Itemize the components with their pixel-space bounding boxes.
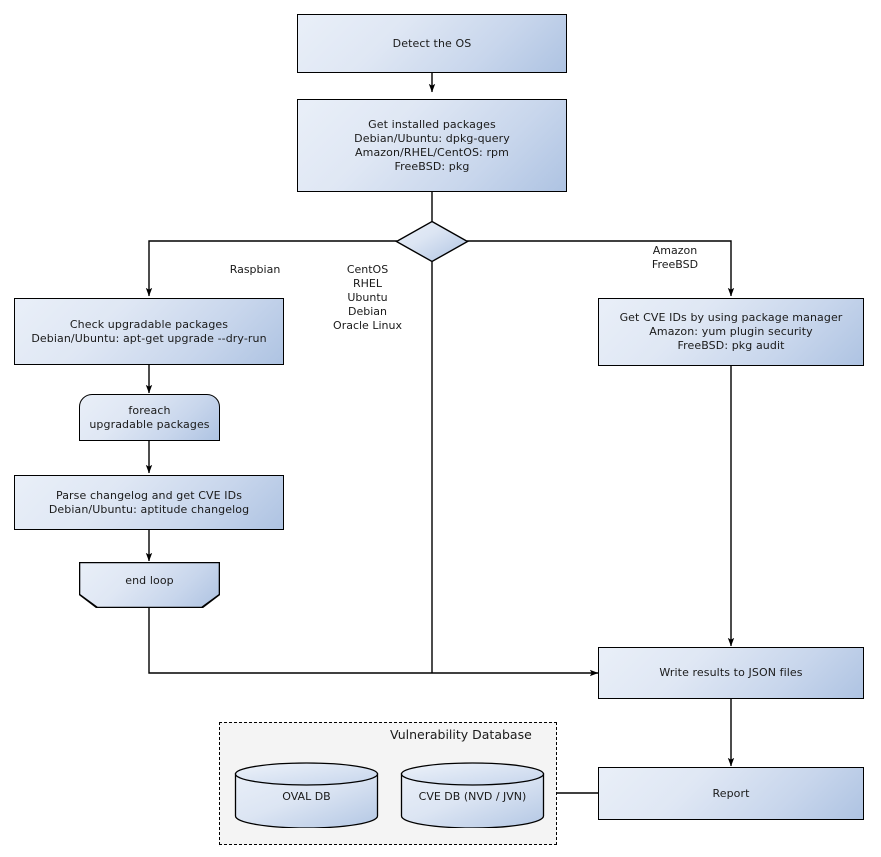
- os-decision-diamond-shape: [395, 220, 469, 263]
- node-foreach-upgradable-packages[interactable]: foreach upgradable packages: [79, 394, 220, 441]
- edge-label-raspbian: Raspbian: [229, 263, 281, 276]
- node-check-upgradable-packages[interactable]: Check upgradable packages Debian/Ubuntu:…: [14, 298, 284, 365]
- node-write-results-json-label: Write results to JSON files: [659, 666, 803, 679]
- node-write-results-json[interactable]: Write results to JSON files: [598, 647, 864, 699]
- node-detect-the-os[interactable]: Detect the OS: [297, 14, 567, 73]
- node-parse-changelog-label: Parse changelog and get CVE IDs Debian/U…: [48, 488, 250, 516]
- db-cve[interactable]: CVE DB (NVD / JVN): [400, 762, 545, 829]
- node-end-loop-label: end loop: [125, 574, 174, 587]
- node-get-installed-packages[interactable]: Get installed packages Debian/Ubuntu: dp…: [297, 99, 567, 192]
- node-report[interactable]: Report: [598, 767, 864, 820]
- node-end-loop[interactable]: end loop: [79, 562, 220, 608]
- db-cve-label: CVE DB (NVD / JVN): [418, 789, 527, 803]
- node-detect-the-os-label: Detect the OS: [392, 36, 472, 50]
- node-foreach-label: foreach upgradable packages: [89, 403, 210, 431]
- db-oval-body: [234, 773, 379, 829]
- edge-label-amazon-freebsd: Amazon FreeBSD: [651, 244, 699, 271]
- node-parse-changelog[interactable]: Parse changelog and get CVE IDs Debian/U…: [14, 475, 284, 530]
- node-report-label: Report: [712, 786, 750, 800]
- node-check-upgradable-packages-label: Check upgradable packages Debian/Ubuntu:…: [31, 317, 267, 345]
- node-get-cve-ids[interactable]: Get CVE IDs by using package manager Ama…: [598, 298, 864, 366]
- db-oval[interactable]: OVAL DB: [234, 762, 379, 829]
- end-loop-fill: [80, 563, 219, 607]
- node-os-decision[interactable]: [395, 220, 469, 263]
- db-cve-top: [400, 762, 545, 786]
- db-cve-body: [400, 773, 545, 829]
- node-get-installed-packages-label: Get installed packages Debian/Ubuntu: dp…: [354, 117, 510, 173]
- db-oval-label: OVAL DB: [282, 789, 331, 803]
- edge-endloop-to-write: [148, 608, 599, 677]
- db-oval-top: [234, 762, 379, 786]
- edge-label-center-distros: CentOS RHEL Ubuntu Debian Oracle Linux: [333, 263, 402, 332]
- group-vulnerability-database-title: Vulnerability Database: [390, 727, 532, 742]
- node-get-cve-ids-label: Get CVE IDs by using package manager Ama…: [619, 311, 843, 352]
